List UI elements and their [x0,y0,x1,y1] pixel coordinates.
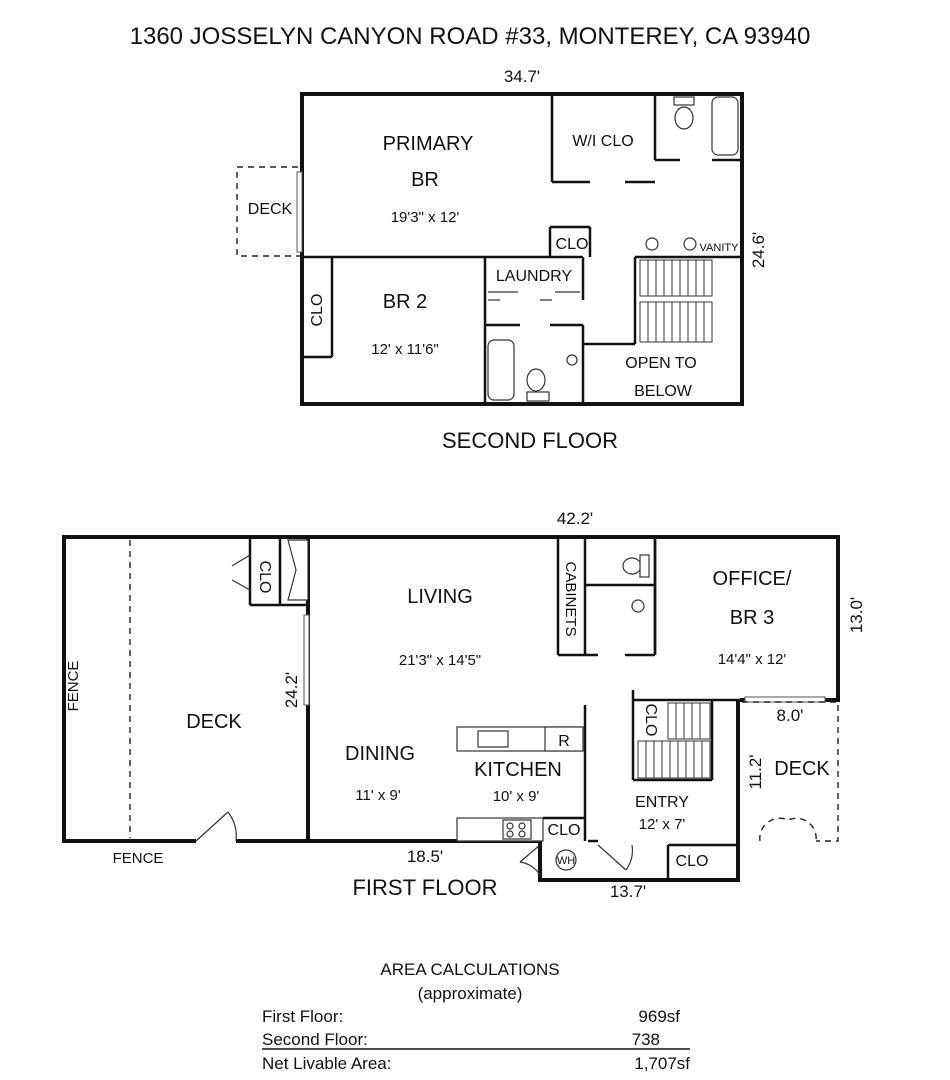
second-floor-label: SECOND FLOOR [442,428,618,453]
dining-label: DINING [345,743,415,765]
primary-closet-label: CLO [556,236,589,253]
left-deck-label: DECK [186,711,242,733]
dining-dimensions: 11' x 9' [355,787,401,804]
br2-dimensions: 12' x 11'6" [371,341,439,358]
primary-br-dimensions: 19'3" x 12' [391,209,460,226]
living-dimensions: 21'3" x 14'5" [399,652,481,669]
area-heading: AREA CALCULATIONS [380,960,559,979]
right-deck-label: DECK [774,758,830,780]
area-row-value: 969sf [638,1007,680,1026]
laundry-label: LAUNDRY [496,268,573,285]
second-floor-plan: 34.7' 24.6' PRIMARY BR 19'3" x 12' W/I C… [236,67,768,453]
living-sliding-door [303,614,310,706]
entry-closet-label: CLO [676,853,709,870]
primary-deck-label: DECK [248,201,293,218]
fence-left-label: FENCE [65,661,82,712]
right-deck-depth: 11.2' [746,754,765,789]
area-row-label: Second Floor: [262,1030,368,1049]
water-heater-label: WH [557,855,575,867]
first-floor-bottom-left: 18.5' [407,847,443,866]
primary-br-label-2: BR [411,169,439,191]
first-floor-depth-right: 13.0' [847,597,866,633]
area-row-value: 738 [632,1030,660,1049]
cabinets-label: CABINETS [562,561,579,636]
page-title: 1360 JOSSELYN CANYON ROAD #33, MONTEREY,… [130,23,811,50]
walk-in-closet-label: W/I CLO [572,133,633,150]
stair-closet-label: CLO [642,704,659,737]
office-label-1: OFFICE/ [713,568,792,590]
area-row-label: Net Livable Area: [262,1054,391,1073]
kitchen-closet-label: CLO [548,822,581,839]
kitchen-dimensions: 10' x 9' [493,788,540,805]
first-floor-depth-left: 24.2' [282,672,301,708]
living-label: LIVING [407,586,473,608]
open-to-below-label-2: BELOW [634,383,693,400]
entry-label: ENTRY [635,794,689,811]
first-floor-label: FIRST FLOOR [352,875,497,900]
primary-sliding-door [296,171,303,253]
area-calculations: AREA CALCULATIONS (approximate) First Fl… [262,960,690,1073]
kitchen-label: KITCHEN [474,759,562,781]
fireplace-closet-label: CLO [256,561,273,594]
br2-label: BR 2 [383,291,427,313]
first-floor-bottom-mid: 13.7' [610,882,646,901]
fridge-label: R [558,733,570,750]
first-floor-plan: 42.2' 24.2' 13.0' 18.5' 13.7' 8.0' 11.2'… [62,509,866,901]
office-dimensions: 14'4" x 12' [718,651,787,668]
area-subheading: (approximate) [418,984,523,1003]
office-label-2: BR 3 [730,607,774,629]
entry-dimensions: 12' x 7' [639,816,686,833]
br2-closet-label: CLO [309,294,326,327]
area-row-value: 1,707sf [634,1054,690,1073]
fence-bottom-label: FENCE [113,850,164,867]
vanity-label: VANITY [700,242,740,254]
area-row-label: First Floor: [262,1007,343,1026]
fenced-deck-wall [62,535,308,843]
primary-br-label-1: PRIMARY [383,133,474,155]
second-floor-depth: 24.6' [749,232,768,268]
second-floor-width: 34.7' [504,67,540,86]
right-deck-width: 8.0' [777,706,804,725]
open-to-below-label-1: OPEN TO [625,355,696,372]
first-floor-width: 42.2' [557,509,593,528]
